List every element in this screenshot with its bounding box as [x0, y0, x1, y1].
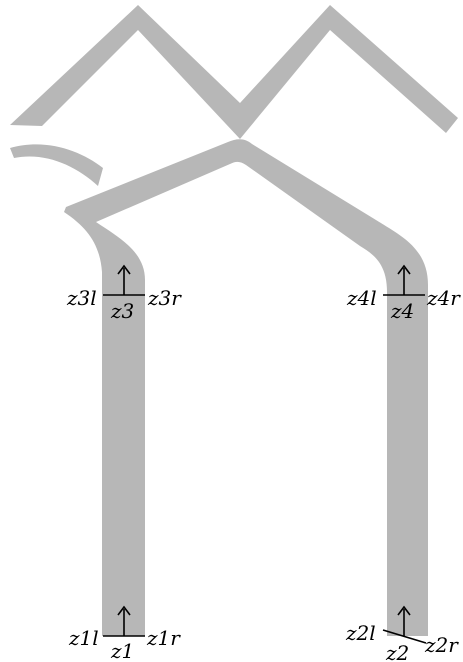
label-z2: z2: [385, 641, 409, 662]
label-z2l: z2l: [345, 621, 376, 645]
label-z1l: z1l: [68, 626, 99, 650]
label-z1: z1: [110, 639, 134, 662]
label-z3l: z3l: [66, 286, 97, 310]
label-z3: z3: [110, 299, 134, 323]
label-z1r: z1r: [146, 626, 181, 650]
label-z4: z4: [390, 299, 414, 323]
label-z4l: z4l: [346, 286, 377, 310]
label-z3r: z3r: [147, 286, 182, 310]
label-z2r: z2r: [424, 633, 459, 657]
label-z4r: z4r: [426, 286, 461, 310]
arch-stroke: [64, 139, 428, 636]
left-tail-stroke: [10, 144, 103, 186]
upper-zigzag-stroke: [10, 5, 458, 139]
